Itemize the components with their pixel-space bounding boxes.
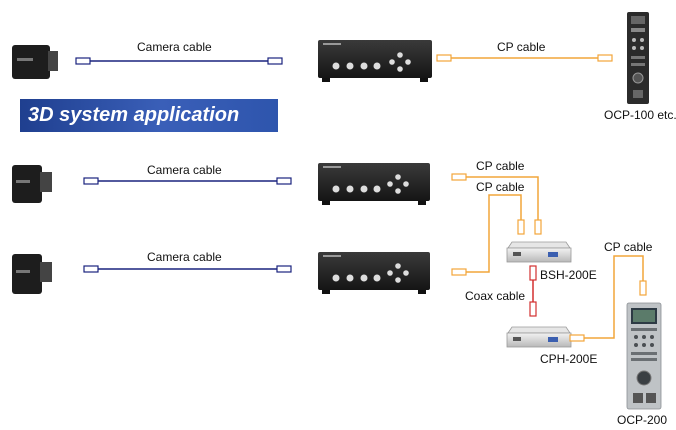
- ccu-unit-icon: [318, 252, 430, 294]
- ocp-panel-icon: [627, 12, 649, 104]
- camera-head-icon: [12, 45, 58, 79]
- ccu-unit-icon: [318, 40, 432, 82]
- camera-cable-label: Camera cable: [147, 250, 222, 264]
- camera-head-icon: [12, 165, 52, 203]
- camera-cable-label: Camera cable: [137, 40, 212, 54]
- cph-label: CPH-200E: [540, 352, 598, 366]
- bsh-label: BSH-200E: [540, 268, 597, 282]
- coax-cable-line: [529, 265, 537, 317]
- cp-cable-line: [569, 255, 647, 342]
- ocp-panel-icon: [626, 302, 662, 410]
- camera-cable-line: [75, 57, 283, 65]
- bsh-box-icon: [506, 241, 572, 263]
- cp-cable-line: [451, 194, 525, 276]
- cp-cable-line: [436, 54, 613, 62]
- section-banner: 3D system application: [20, 99, 278, 132]
- camera-cable-label: Camera cable: [147, 163, 222, 177]
- ocp100-label: OCP-100 etc.: [604, 108, 676, 122]
- camera-cable-line: [83, 265, 292, 273]
- cp-cable-label: CP cable: [476, 159, 525, 173]
- coax-cable-label: Coax cable: [465, 289, 526, 303]
- cp-cable-label: CP cable: [476, 180, 525, 194]
- ocp200-label: OCP-200: [617, 413, 668, 427]
- camera-cable-line: [83, 177, 292, 185]
- cp-cable-label: CP cable: [497, 40, 546, 54]
- cp-cable-label: CP cable: [604, 240, 653, 254]
- camera-head-icon: [12, 254, 52, 294]
- ccu-unit-icon: [318, 163, 430, 205]
- cp-cable-line: [451, 173, 542, 235]
- cph-box-icon: [506, 326, 572, 348]
